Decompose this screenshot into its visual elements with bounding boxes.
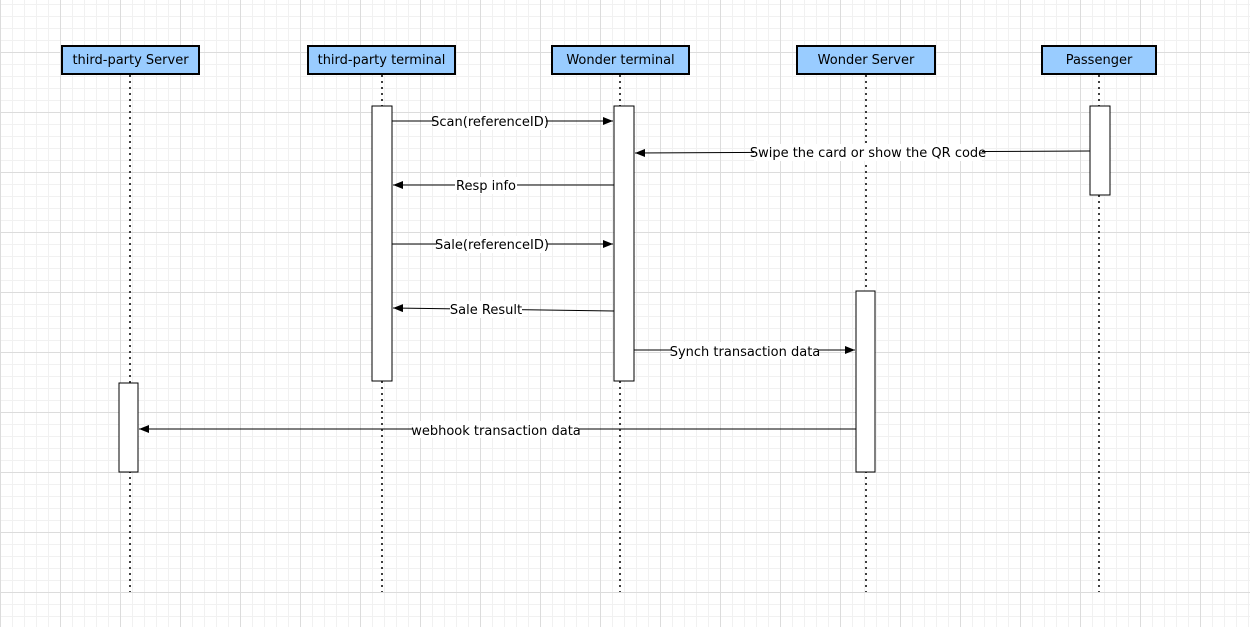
message-sale: Sale(referenceID) [392,236,613,253]
participant-wonder-server[interactable]: Wonder Server [796,45,936,75]
message-label: Swipe the card or show the QR code [750,146,986,161]
message-scan: Scan(referenceID) [392,113,613,130]
activation-passenger [1089,105,1111,196]
message-label: Synch transaction data [670,345,821,360]
participant-third-party-server[interactable]: third-party Server [61,45,200,75]
message-label: Scan(referenceID) [431,115,549,130]
participant-passenger[interactable]: Passenger [1041,45,1157,75]
participant-wonder-terminal[interactable]: Wonder terminal [551,45,690,75]
participant-label: Passenger [1065,52,1133,68]
message-label: webhook transaction data [411,424,581,439]
participant-third-party-terminal[interactable]: third-party terminal [307,45,456,75]
participant-label: third-party Server [72,52,189,68]
message-label: Sale Result [450,303,522,318]
message-sale-result: Sale Result [392,301,615,318]
message-webhook: webhook transaction data [139,421,856,439]
message-resp-info: Resp info [393,177,614,194]
message-swipe-card: Swipe the card or show the QR code [634,144,1091,161]
activation-third-party-server [118,382,139,473]
message-label: Sale(referenceID) [435,238,549,253]
participant-label: third-party terminal [317,52,446,68]
participant-label: Wonder Server [817,52,915,68]
activation-third-party-terminal [371,105,393,382]
activation-wonder-server [855,290,876,473]
message-synch: Synch transaction data [634,342,855,360]
activation-wonder-terminal [613,105,635,382]
participant-label: Wonder terminal [566,52,675,68]
message-label: Resp info [456,179,516,194]
